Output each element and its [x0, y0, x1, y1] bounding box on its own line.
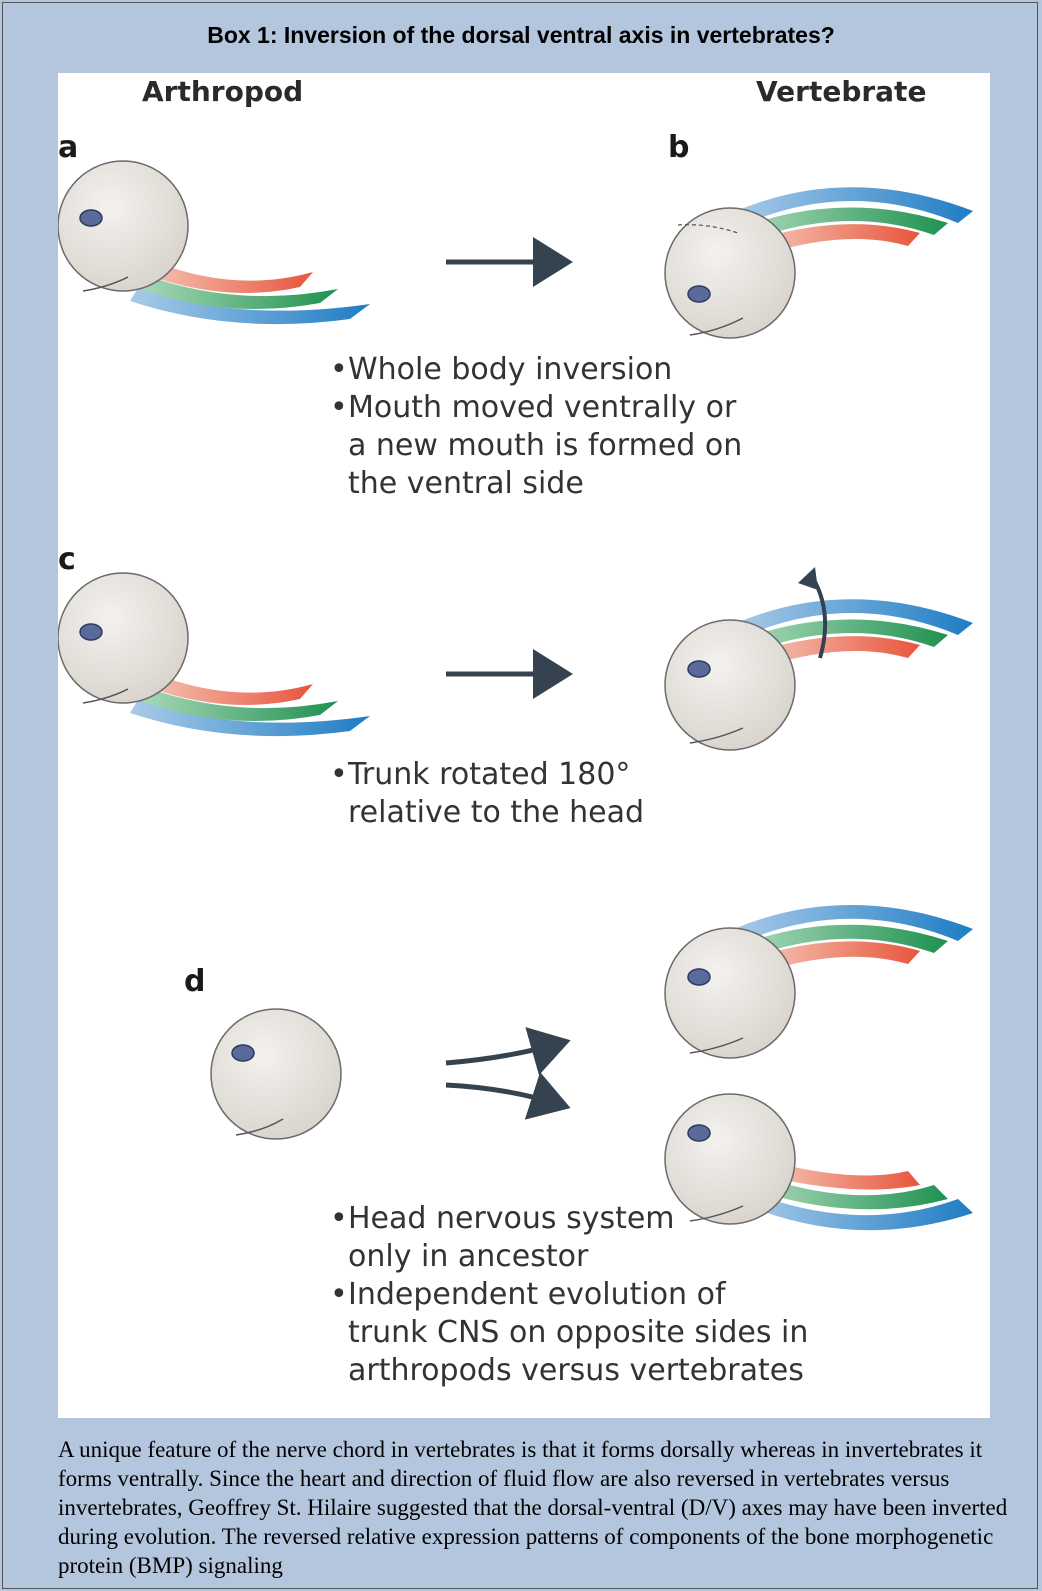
vertebrate-d	[665, 905, 973, 1058]
bullet-d-4: trunk CNS on opposite sides in	[348, 1315, 808, 1350]
bullet-dot: •	[330, 757, 348, 792]
box-title: Box 1: Inversion of the dorsal ventral a…	[0, 22, 1042, 49]
arthropod-a	[58, 161, 370, 324]
figure-svg: Arthropod Vertebrate a b c d	[58, 73, 990, 1418]
bullet-dot: •	[330, 352, 348, 387]
bullet-ab-1: Whole body inversion	[348, 352, 672, 387]
bullet-d-1: Head nervous system	[348, 1201, 675, 1236]
bullet-ab-2: Mouth moved ventrally or	[348, 390, 737, 425]
bullets-d: • Head nervous system only in ancestor •…	[330, 1201, 808, 1388]
arrow-d-up	[446, 1043, 561, 1063]
bullet-ab-4: the ventral side	[348, 466, 584, 501]
eye	[688, 969, 710, 985]
bullet-c-1: Trunk rotated 180°	[347, 757, 630, 792]
figure-panel: Arthropod Vertebrate a b c d	[58, 73, 990, 1418]
eye	[688, 661, 710, 677]
header-arthropod: Arthropod	[142, 75, 303, 108]
bullet-d-2: only in ancestor	[348, 1239, 589, 1274]
header-vertebrate: Vertebrate	[756, 75, 926, 108]
panel-letter-c: c	[58, 542, 76, 577]
bullets-ab: • Whole body inversion • Mouth moved ven…	[330, 352, 742, 501]
bullet-d-5: arthropods versus vertebrates	[348, 1353, 804, 1388]
bullet-dot: •	[330, 1277, 348, 1312]
eye	[232, 1045, 254, 1061]
eye	[688, 286, 710, 302]
head	[58, 573, 188, 703]
panel-letter-a: a	[58, 130, 78, 165]
head	[58, 161, 188, 291]
arthropod-d	[665, 1094, 973, 1230]
bullet-dot: •	[330, 390, 348, 425]
panel-letter-b: b	[668, 130, 689, 165]
ancestor-d	[211, 1009, 341, 1139]
bullet-ab-3: a new mouth is formed on	[348, 428, 742, 463]
vertebrate-b	[665, 187, 973, 338]
vertebrate-c	[665, 567, 973, 750]
rotation-arrow-head	[798, 567, 818, 590]
bullet-d-3: Independent evolution of	[348, 1277, 727, 1312]
panel-letter-d: d	[184, 964, 205, 999]
arthropod-c	[58, 573, 370, 736]
eye	[80, 624, 102, 640]
bullets-c: • Trunk rotated 180° relative to the hea…	[330, 757, 644, 830]
head	[665, 928, 795, 1058]
head	[211, 1009, 341, 1139]
head	[665, 1094, 795, 1224]
caption-text: A unique feature of the nerve chord in v…	[58, 1435, 1018, 1580]
head	[665, 620, 795, 750]
arrow-d-down	[446, 1085, 561, 1105]
bullet-dot: •	[330, 1201, 348, 1236]
eye	[80, 210, 102, 226]
bullet-c-2: relative to the head	[348, 795, 644, 830]
head	[665, 208, 795, 338]
eye	[688, 1125, 710, 1141]
